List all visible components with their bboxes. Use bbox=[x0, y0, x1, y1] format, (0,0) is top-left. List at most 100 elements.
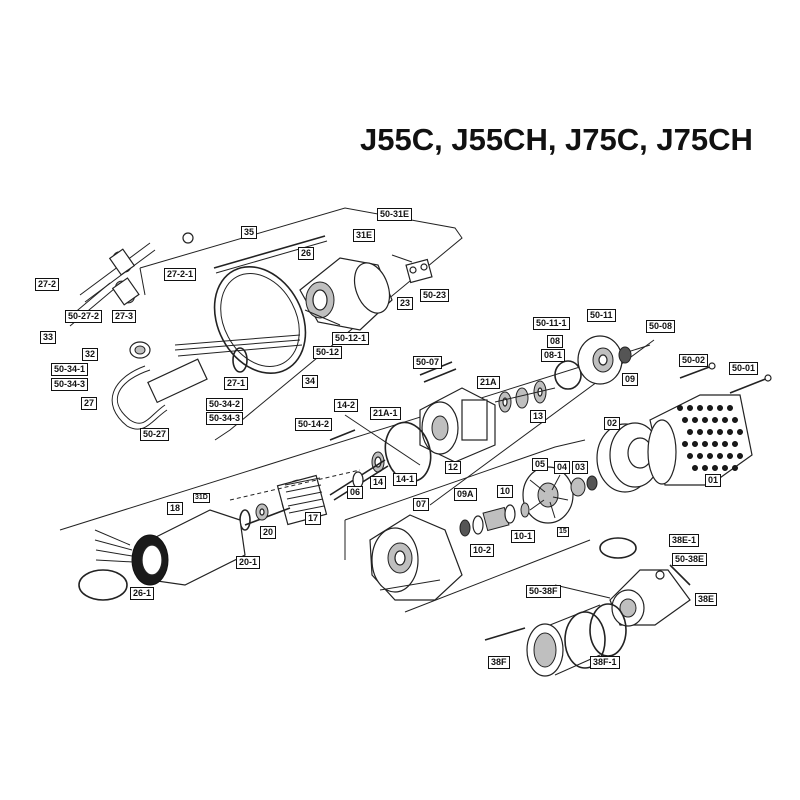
mid-frame-outline bbox=[344, 439, 586, 521]
part-label-34: 34 bbox=[302, 375, 319, 388]
suction-assembly-38F bbox=[484, 603, 627, 677]
part-label-27-1: 27-1 bbox=[224, 377, 249, 390]
o-ring-27-1 bbox=[232, 347, 248, 373]
part-label-26: 26 bbox=[298, 247, 315, 260]
strainer-01 bbox=[647, 394, 753, 486]
part-label-33: 33 bbox=[40, 331, 57, 344]
part-label-13: 13 bbox=[530, 410, 547, 423]
part-label-50-07: 50-07 bbox=[413, 356, 443, 369]
cable-gland-27-2 bbox=[65, 232, 194, 327]
bearings-13 bbox=[494, 380, 556, 413]
part-label-07: 07 bbox=[413, 498, 430, 511]
o-ring-08-1 bbox=[554, 360, 582, 390]
part-label-06: 06 bbox=[347, 486, 364, 499]
rod-lower bbox=[554, 584, 611, 599]
part-label-27-2-1: 27-2-1 bbox=[164, 268, 197, 281]
part-label-50-01: 50-01 bbox=[729, 362, 759, 375]
pump-casing-07 bbox=[369, 514, 463, 601]
part-label-27: 27 bbox=[81, 397, 98, 410]
part-label-15: 15 bbox=[557, 527, 569, 537]
part-label-50-31E: 50-31E bbox=[377, 208, 413, 221]
part-label-50-11-1: 50-11-1 bbox=[533, 317, 570, 330]
dashed-axis bbox=[229, 469, 361, 501]
part-label-38F: 38F bbox=[488, 656, 510, 669]
part-label-50-34-3b: 50-34-3 bbox=[206, 412, 244, 425]
impeller-05 bbox=[522, 466, 574, 524]
part-label-31E: 31E bbox=[353, 229, 376, 242]
pin-14-2 bbox=[344, 414, 421, 466]
part-label-50-02: 50-02 bbox=[679, 354, 709, 367]
part-label-35: 35 bbox=[241, 226, 258, 239]
part-label-10-2: 10-2 bbox=[470, 544, 495, 557]
part-label-14: 14 bbox=[370, 476, 387, 489]
o-ring-26-1 bbox=[78, 569, 128, 601]
bearing-housing-21A bbox=[419, 387, 496, 463]
part-label-50-08: 50-08 bbox=[646, 320, 676, 333]
part-label-17: 17 bbox=[305, 512, 322, 525]
rod-35 bbox=[213, 235, 326, 269]
part-label-38E-1: 38E-1 bbox=[669, 534, 700, 547]
part-label-50-34-2: 50-34-2 bbox=[206, 398, 244, 411]
washer-20-inner bbox=[259, 508, 265, 516]
part-label-50-12: 50-12 bbox=[313, 346, 343, 359]
part-label-09A: 09A bbox=[454, 488, 477, 501]
part-label-50-34-1: 50-34-1 bbox=[51, 363, 89, 376]
plate-08 bbox=[577, 335, 623, 385]
washer-04 bbox=[570, 477, 586, 497]
part-label-50-14-2: 50-14-2 bbox=[295, 418, 333, 431]
stator-18 bbox=[94, 509, 246, 586]
upper-frame-outline bbox=[139, 207, 463, 441]
part-label-03: 03 bbox=[572, 461, 589, 474]
part-label-18: 18 bbox=[167, 502, 184, 515]
ring-34 bbox=[213, 265, 307, 375]
suction-cover-38E bbox=[599, 537, 691, 627]
part-label-04: 04 bbox=[554, 461, 571, 474]
part-label-26-1: 26-1 bbox=[130, 587, 155, 600]
shaft-14 bbox=[329, 451, 389, 501]
rod-35-b bbox=[215, 240, 328, 274]
part-label-08-1: 08-1 bbox=[541, 349, 566, 362]
part-label-10-1: 10-1 bbox=[511, 530, 536, 543]
part-label-02: 02 bbox=[604, 417, 621, 430]
part-label-50-34-3: 50-34-3 bbox=[51, 378, 89, 391]
terminal-block-23 bbox=[391, 254, 433, 284]
part-label-31D: 31D bbox=[193, 493, 210, 503]
part-label-50-27: 50-27 bbox=[140, 428, 170, 441]
bolt-50-14-2 bbox=[329, 429, 356, 441]
part-label-09: 09 bbox=[622, 373, 639, 386]
shaft-seal-10 bbox=[472, 502, 530, 535]
part-label-38E: 38E bbox=[695, 593, 718, 606]
part-label-27-2: 27-2 bbox=[35, 278, 60, 291]
part-label-50-38F: 50-38F bbox=[526, 585, 561, 598]
part-label-50-12-1: 50-12-1 bbox=[332, 332, 370, 345]
part-label-21A: 21A bbox=[477, 376, 500, 389]
cable-assembly-27 bbox=[111, 334, 303, 430]
part-label-01: 01 bbox=[705, 474, 722, 487]
part-label-50-11: 50-11 bbox=[587, 309, 616, 322]
upper-housing-26 bbox=[299, 257, 393, 331]
part-label-21A-1: 21A-1 bbox=[370, 407, 401, 420]
part-label-05: 05 bbox=[532, 458, 549, 471]
part-label-50-27-2: 50-27-2 bbox=[65, 310, 103, 323]
bolt-50-01 bbox=[729, 374, 772, 394]
separator-line-1 bbox=[59, 344, 651, 531]
part-label-27-3: 27-3 bbox=[112, 310, 137, 323]
part-label-20: 20 bbox=[260, 526, 277, 539]
part-label-08: 08 bbox=[547, 335, 564, 348]
part-label-14-2: 14-2 bbox=[334, 399, 359, 412]
ring-09A bbox=[459, 519, 471, 537]
ring-34-inner bbox=[220, 273, 300, 367]
part-label-50-38E: 50-38E bbox=[672, 553, 708, 566]
bolt-50-02 bbox=[679, 362, 716, 379]
page-title: J55C, J55CH, J75C, J75CH bbox=[360, 122, 753, 157]
nut-03 bbox=[586, 475, 598, 491]
part-label-38F-1: 38F-1 bbox=[590, 656, 620, 669]
part-label-20-1: 20-1 bbox=[236, 556, 261, 569]
nut-09 bbox=[618, 346, 632, 364]
part-label-10: 10 bbox=[497, 485, 514, 498]
part-label-23: 23 bbox=[397, 297, 414, 310]
upper-frame-left-edge bbox=[139, 267, 146, 296]
part-label-32: 32 bbox=[82, 348, 99, 361]
part-label-12: 12 bbox=[445, 461, 462, 474]
